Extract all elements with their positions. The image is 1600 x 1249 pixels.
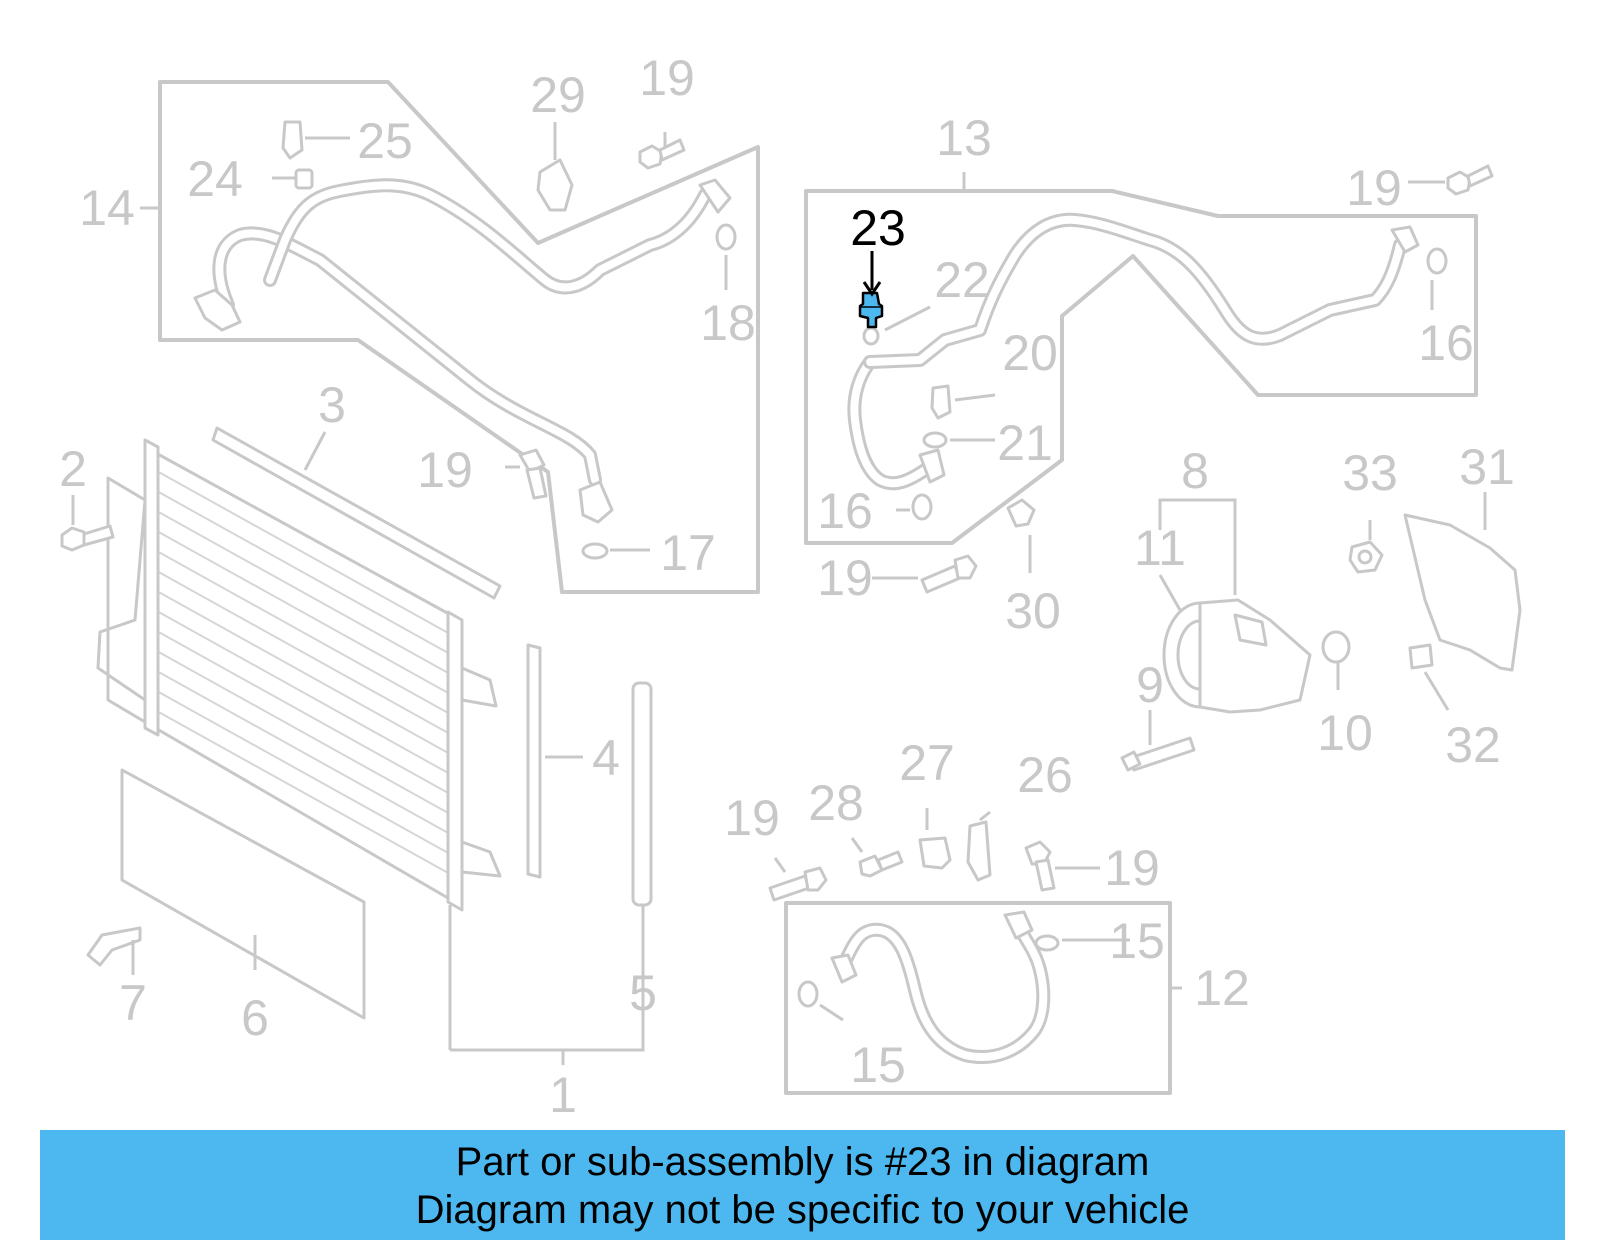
callout-5: 5 [629,965,657,1021]
callout-26: 26 [1017,747,1073,803]
part-23-highlighted [858,291,884,329]
callout-29: 29 [530,67,586,123]
part-3-seal-strip [211,426,502,600]
callout-10: 10 [1317,705,1373,761]
part-27-grommet [918,836,952,870]
part-14-hose-assembly [193,120,737,560]
callout-23-highlighted: 23 [850,200,906,256]
callout-25: 25 [357,113,413,169]
parts-diagram: 1 2 3 4 5 6 7 8 9 10 11 12 13 14 15 15 1… [59,50,1522,1123]
part-19-bolt-right [1446,164,1494,196]
callout-16-left: 16 [817,483,873,539]
callout-33: 33 [1342,445,1398,501]
part-5-receiver-drier [631,681,653,907]
callout-30: 30 [1005,583,1061,639]
group-outline-13 [804,189,1478,545]
part-6-air-guide [120,768,366,1020]
callout-15-upper: 15 [1109,913,1165,969]
callout-19-lower: 19 [817,550,873,606]
leader-lines [71,122,1487,1065]
callout-1: 1 [549,1067,577,1123]
callout-19-bottom-left: 19 [724,790,780,846]
callout-19-top: 19 [639,50,695,106]
callout-8: 8 [1181,443,1209,499]
callout-4: 4 [592,730,620,786]
callout-7: 7 [119,975,147,1031]
part-2-bolt [60,524,115,552]
part-13-hose-assembly [847,212,1448,521]
part-30-clip [1006,498,1036,528]
callout-12: 12 [1194,960,1250,1016]
callout-15-lower: 15 [850,1037,906,1093]
part-19-bolt-bottom-right [1024,840,1056,892]
banner-line-1: Part or sub-assembly is #23 in diagram [455,1140,1150,1184]
banner-line-2: Diagram may not be specific to your vehi… [415,1188,1190,1232]
callout-18: 18 [700,295,756,351]
part-28-bolt [858,850,904,878]
part-32-clip [1408,643,1434,670]
callout-9: 9 [1136,657,1164,713]
callout-11: 11 [1134,520,1186,576]
part-8-compressor [1162,598,1312,714]
part-29-bracket [536,158,574,212]
callout-28: 28 [808,775,864,831]
part-7-bracket [86,926,142,967]
callout-20: 20 [1002,325,1058,381]
group-outline-14 [158,80,760,594]
callout-19-bottom-right: 19 [1104,840,1160,896]
part-4-strip [526,643,542,879]
part-9-bolt [1120,736,1196,772]
group-outline-12 [784,901,1172,1095]
callout-13: 13 [936,110,992,166]
part-26-bracket [966,820,992,882]
callout-32: 32 [1445,717,1501,773]
part-19-bolt-bottom-left [768,866,828,902]
callout-17: 17 [660,525,716,581]
callout-14: 14 [79,180,135,236]
callout-2: 2 [59,441,87,497]
callout-6: 6 [241,990,269,1046]
part-31-heat-shield [1403,513,1522,672]
part-33-nut [1348,540,1384,574]
callout-19-right: 19 [1346,160,1402,216]
callout-19-mid: 19 [417,442,473,498]
part-12-hose-assembly [797,910,1060,1064]
callout-3: 3 [318,377,346,433]
info-banner: Part or sub-assembly is #23 in diagram D… [40,1130,1565,1240]
condenser-assembly [96,438,502,912]
callout-27: 27 [899,735,955,791]
callout-31: 31 [1459,439,1515,495]
part-19-bolt-mid [518,448,548,500]
callout-24: 24 [187,151,243,207]
callout-21: 21 [997,415,1053,471]
part-10-washer [1321,630,1351,664]
part-19-bolt-top [638,138,686,170]
callout-16-right: 16 [1418,315,1474,371]
callout-22: 22 [934,252,990,308]
part-19-bolt-lower [920,554,978,594]
